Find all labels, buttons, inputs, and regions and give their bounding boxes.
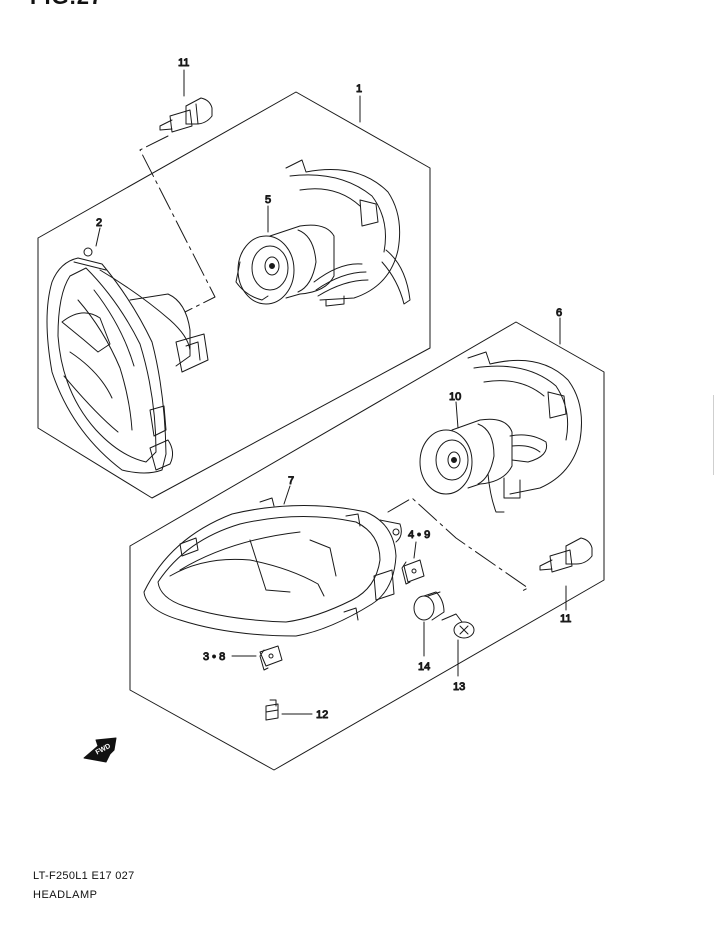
nut-3-8 — [259, 645, 283, 671]
nut-4-9 — [401, 559, 425, 585]
assembly-6-outline — [129, 321, 605, 771]
bolt-11-top — [159, 97, 213, 133]
screw-13 — [441, 613, 475, 639]
centerline-11-to-2 — [139, 135, 216, 313]
callout-14: 14 — [418, 661, 430, 673]
figure-title: FIG.27 — [30, 0, 103, 8]
callout-3-8: 3 • 8 — [203, 651, 225, 663]
headlamp-2 — [46, 247, 209, 474]
leader-10 — [455, 401, 459, 429]
bulb-socket-cover-1 — [285, 159, 411, 307]
scan-edge-mark — [713, 395, 714, 475]
callout-1: 1 — [356, 83, 362, 95]
leader-7 — [283, 485, 291, 505]
bolt-11-bottom — [539, 537, 593, 573]
bulb-5 — [235, 224, 335, 305]
leader-2 — [95, 227, 101, 247]
callout-13: 13 — [453, 681, 465, 693]
centerline-7-to-11 — [387, 497, 529, 593]
callout-4-9: 4 • 9 — [408, 529, 430, 541]
callout-10: 10 — [449, 391, 461, 403]
bulb-socket-cover-6 — [467, 351, 582, 513]
callout-6: 6 — [556, 307, 562, 319]
model-code: LT-F250L1 E17 027 — [33, 870, 135, 882]
leader-4-9 — [413, 541, 417, 559]
callout-2: 2 — [96, 217, 102, 229]
callout-11-top: 11 — [178, 57, 189, 69]
diagram-caption: HEADLAMP — [33, 889, 98, 901]
callout-7: 7 — [288, 475, 294, 487]
callout-5: 5 — [265, 194, 271, 206]
callout-12: 12 — [316, 709, 328, 721]
bolt-12 — [265, 699, 279, 721]
forward-direction-arrow: FWD — [83, 737, 117, 763]
grommet-14 — [413, 591, 445, 621]
headlamp-7 — [143, 497, 402, 637]
callout-11-bottom: 11 — [560, 613, 571, 625]
assembly-1-outline — [37, 91, 431, 499]
bulb-10 — [419, 418, 548, 495]
